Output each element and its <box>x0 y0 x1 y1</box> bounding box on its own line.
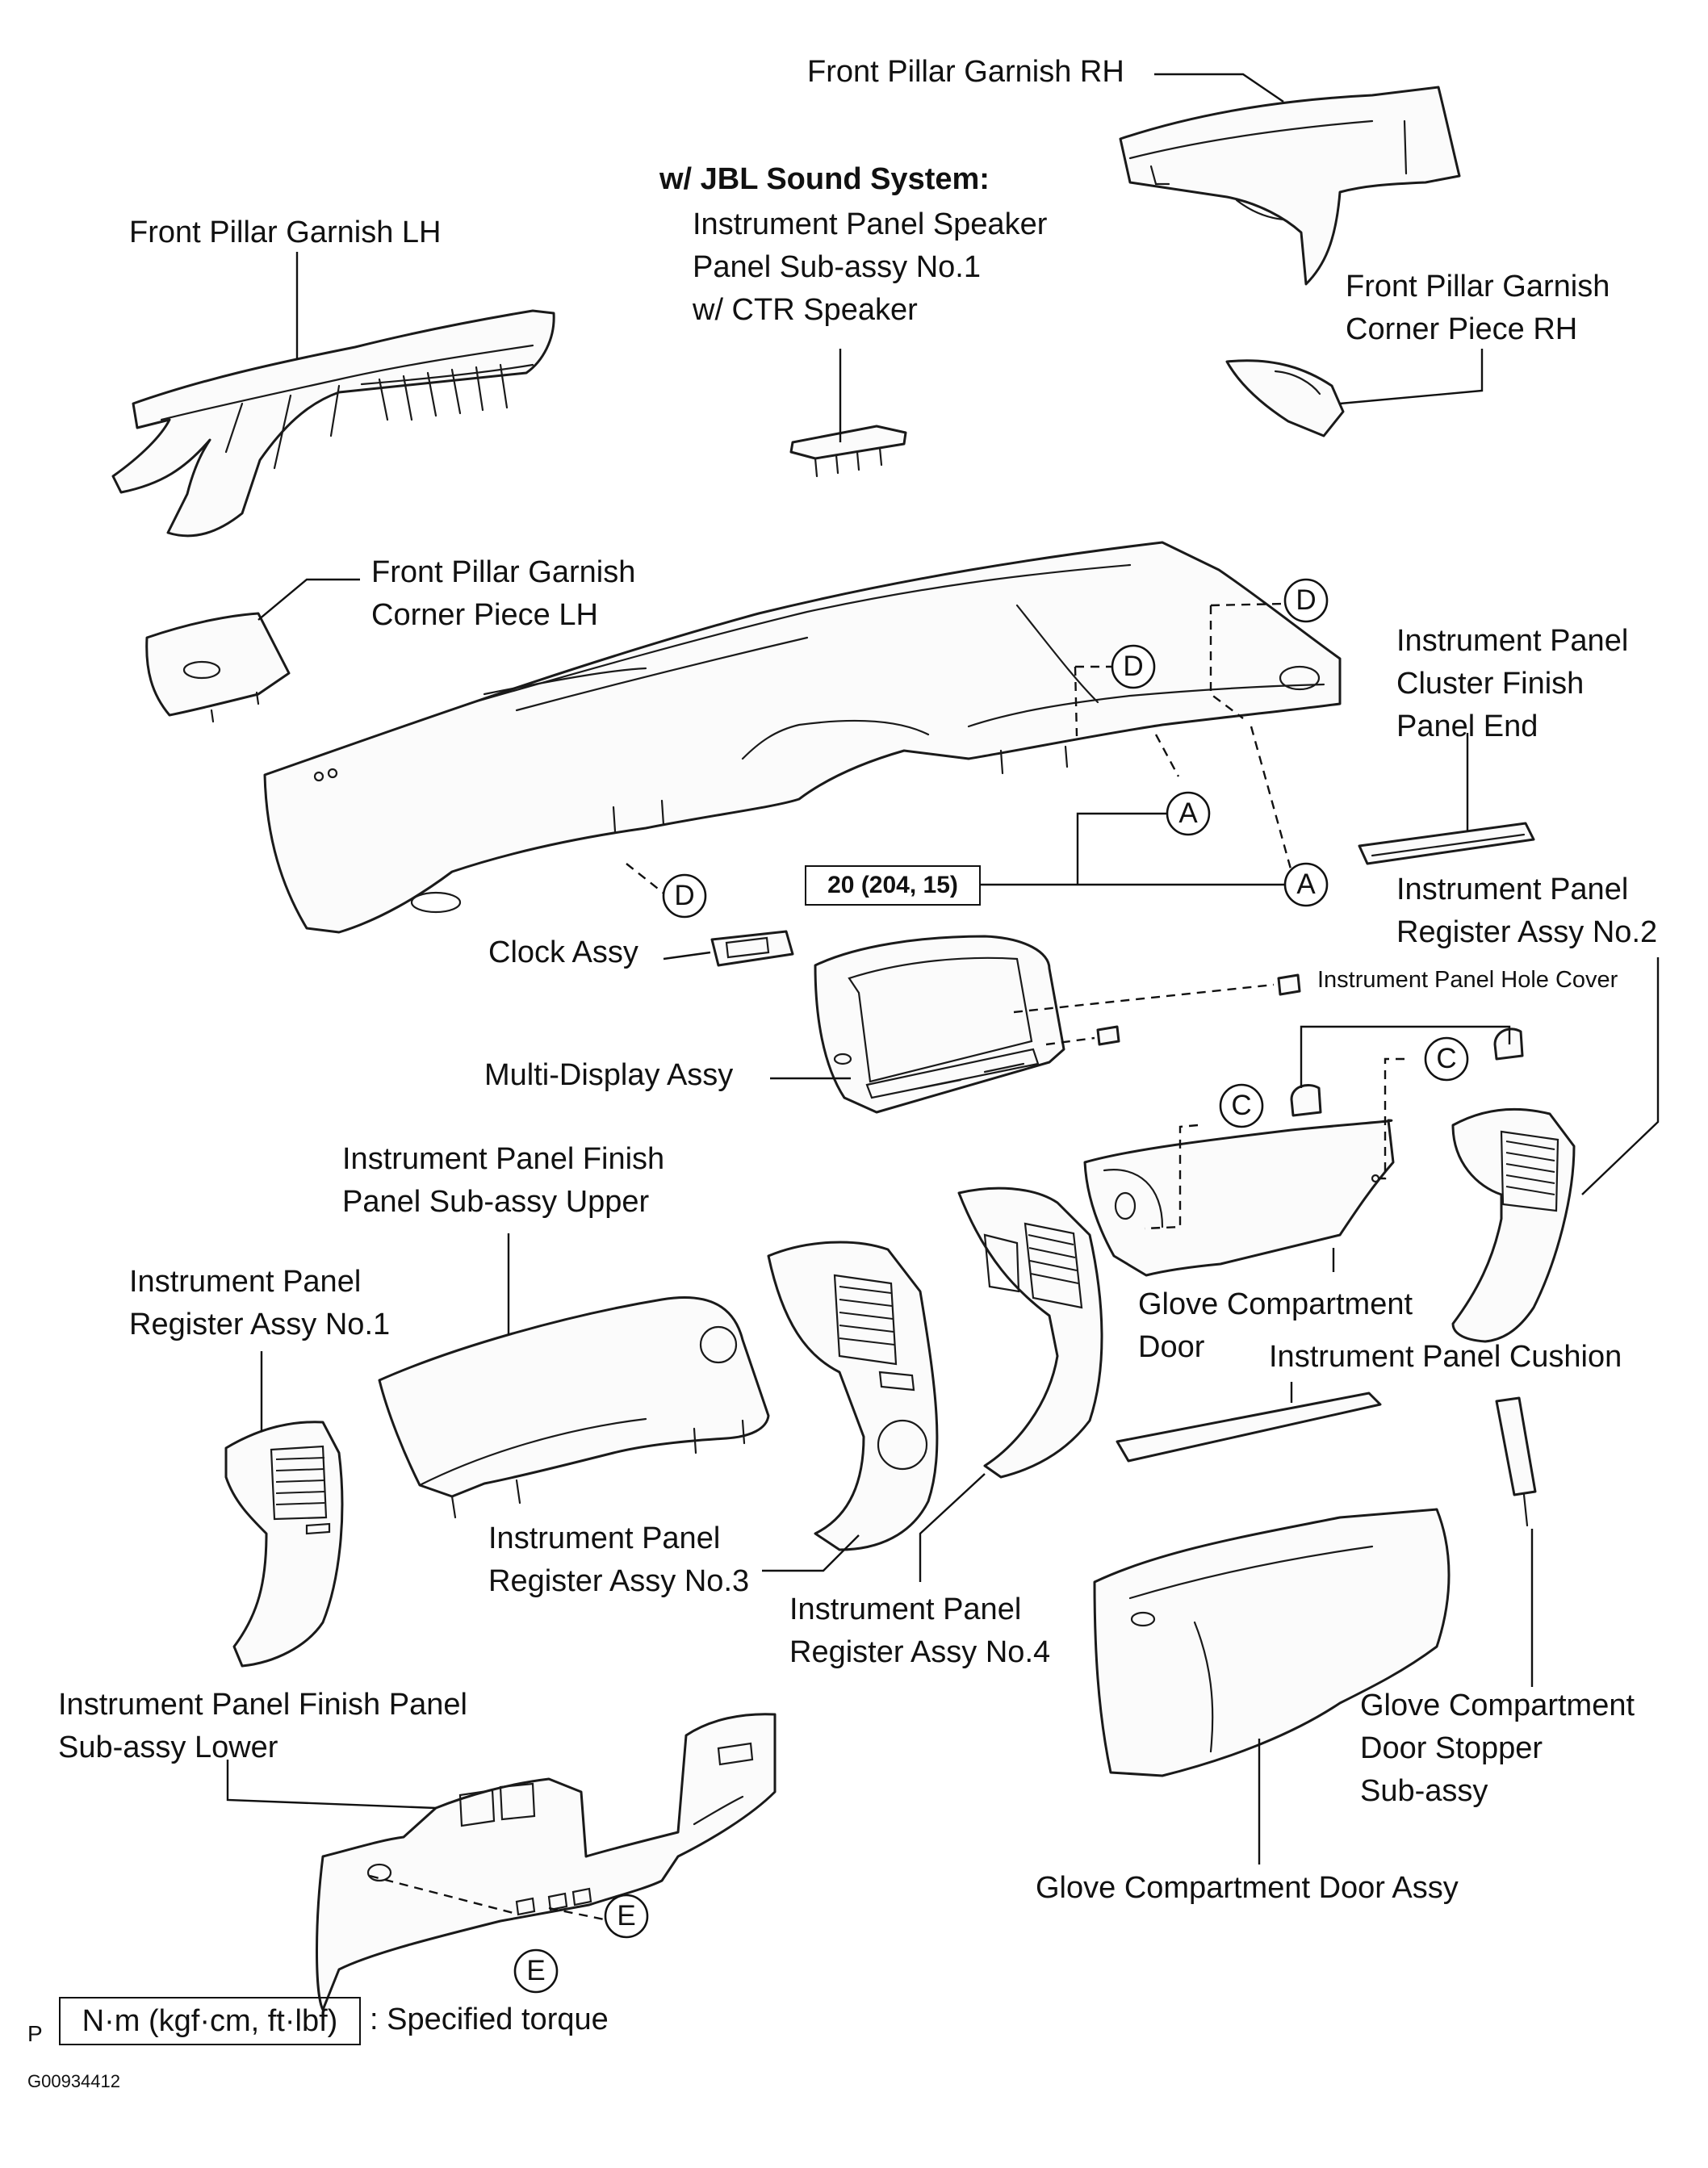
callout-d-dash-3 <box>626 863 666 895</box>
label-register-no1-2: Register Assy No.1 <box>129 1308 391 1341</box>
label-finish-lower-2: Sub-assy Lower <box>58 1731 278 1764</box>
corner-piece-rh-leader <box>1339 349 1484 405</box>
label-finish-upper-1: Instrument Panel Finish <box>342 1142 665 1176</box>
front-pillar-garnish-lh-part <box>111 309 555 538</box>
label-register-no3-1: Instrument Panel <box>488 1521 721 1555</box>
label-clock-assy: Clock Assy <box>488 935 638 969</box>
register-assy-no3-part <box>767 1241 939 1551</box>
label-glove-door-1: Glove Compartment <box>1138 1287 1413 1321</box>
callout-a-dash-1 <box>1154 734 1180 777</box>
register-no4-leader <box>919 1473 986 1582</box>
callout-c-dash-2 <box>1379 1057 1404 1180</box>
cushion-part <box>1116 1392 1382 1463</box>
page-mark: P <box>27 2021 43 2046</box>
label-speaker-panel-3: w/ CTR Speaker <box>693 293 918 327</box>
hole-cover-dash-1 <box>1013 983 1275 1014</box>
label-glove-door-2: Door <box>1138 1330 1205 1364</box>
hole-cover-dash-2 <box>1045 1036 1095 1046</box>
label-corner-piece-lh-2: Corner Piece LH <box>371 598 598 632</box>
label-stopper-1: Glove Compartment <box>1360 1689 1635 1722</box>
callout-circles <box>513 578 1469 1994</box>
callout-e-dash-1 <box>369 1874 514 1915</box>
callout-a-dash-2 <box>1250 726 1293 873</box>
clock-assy-leader <box>663 951 711 961</box>
label-corner-piece-lh-1: Front Pillar Garnish <box>371 555 636 589</box>
hole-cover-parts <box>1290 1027 1524 1117</box>
label-stopper-2: Door Stopper <box>1360 1731 1543 1765</box>
multi-display-assy-part <box>814 935 1065 1114</box>
label-finish-upper-2: Panel Sub-assy Upper <box>342 1185 650 1219</box>
label-register-no1-1: Instrument Panel <box>129 1265 362 1299</box>
torque-leader <box>977 812 1285 886</box>
figure-code: G00934412 <box>27 2071 120 2091</box>
glove-door-assy-part <box>1093 1508 1451 1777</box>
clock-assy-part <box>710 930 794 967</box>
section-heading-jbl: w/ JBL Sound System: <box>659 162 990 196</box>
label-multi-display: Multi-Display Assy <box>484 1058 734 1092</box>
callout-c-2: C <box>1436 1043 1457 1074</box>
callout-d-3: D <box>674 880 695 911</box>
front-pillar-garnish-rh-part <box>1119 86 1461 286</box>
register-no3-leader <box>762 1534 860 1572</box>
label-stopper-3: Sub-assy <box>1360 1774 1488 1808</box>
label-finish-lower-1: Instrument Panel Finish Panel <box>58 1688 467 1722</box>
label-front-pillar-garnish-rh: Front Pillar Garnish RH <box>807 55 1124 89</box>
cluster-finish-panel-end-part <box>1358 822 1535 865</box>
label-speaker-panel-2: Panel Sub-assy No.1 <box>693 250 981 284</box>
instrument-panel-part <box>263 541 1342 934</box>
label-hole-cover: Instrument Panel Hole Cover <box>1317 967 1618 993</box>
label-cluster-finish-1: Instrument Panel <box>1396 624 1629 658</box>
corner-piece-lh-part <box>145 612 291 723</box>
label-register-no3-2: Register Assy No.3 <box>488 1564 750 1598</box>
callout-d-1: D <box>1296 584 1317 616</box>
register-assy-no2-part <box>1451 1107 1576 1343</box>
callout-d-dash-2 <box>1074 665 1112 737</box>
glove-door-part <box>1083 1119 1395 1277</box>
label-corner-piece-rh-2: Corner Piece RH <box>1346 312 1578 346</box>
callout-a-1: A <box>1178 797 1198 829</box>
label-front-pillar-garnish-lh: Front Pillar Garnish LH <box>129 216 442 249</box>
label-register-no2-1: Instrument Panel <box>1396 873 1629 906</box>
hole-cover-leader <box>1300 1025 1511 1088</box>
callout-e-2: E <box>526 1955 546 1986</box>
callout-a-2: A <box>1296 868 1316 900</box>
register-no2-leader <box>1581 957 1660 1195</box>
label-register-no4-2: Register Assy No.4 <box>789 1635 1051 1669</box>
register-assy-no1-part <box>224 1421 344 1668</box>
screw-parts <box>1096 973 1301 1046</box>
torque-legend-text: : Specified torque <box>370 2003 609 2036</box>
door-stopper-part <box>1495 1396 1537 1527</box>
corner-piece-lh-leader <box>257 578 360 621</box>
callout-c-1: C <box>1231 1090 1252 1121</box>
callout-e-dash-2 <box>548 1906 613 1923</box>
label-cluster-finish-3: Panel End <box>1396 709 1538 743</box>
label-corner-piece-rh-1: Front Pillar Garnish <box>1346 270 1610 303</box>
label-cluster-finish-2: Cluster Finish <box>1396 667 1585 701</box>
callout-d-2: D <box>1123 651 1144 682</box>
label-cushion: Instrument Panel Cushion <box>1269 1340 1622 1374</box>
front-pillar-rh-leader <box>1154 73 1284 103</box>
label-register-no2-2: Register Assy No.2 <box>1396 915 1658 949</box>
callout-d-dash-1 <box>1209 602 1286 719</box>
finish-panel-lower-part <box>316 1713 777 2011</box>
torque-legend-box: N·m (kgf·cm, ft·lbf) <box>59 1997 361 2045</box>
label-register-no4-1: Instrument Panel <box>789 1593 1022 1626</box>
callout-c-dash-1 <box>1144 1124 1199 1230</box>
corner-piece-rh-part <box>1225 359 1345 437</box>
label-speaker-panel-1: Instrument Panel Speaker <box>693 207 1048 241</box>
speaker-panel-part <box>789 425 907 478</box>
torque-value-box: 20 (204, 15) <box>805 865 981 906</box>
finish-lower-leader <box>226 1760 437 1810</box>
label-glove-door-assy: Glove Compartment Door Assy <box>1036 1871 1459 1905</box>
finish-panel-upper-part <box>378 1295 770 1519</box>
register-assy-no4-part <box>957 1187 1103 1479</box>
callout-e-1: E <box>617 1900 636 1932</box>
